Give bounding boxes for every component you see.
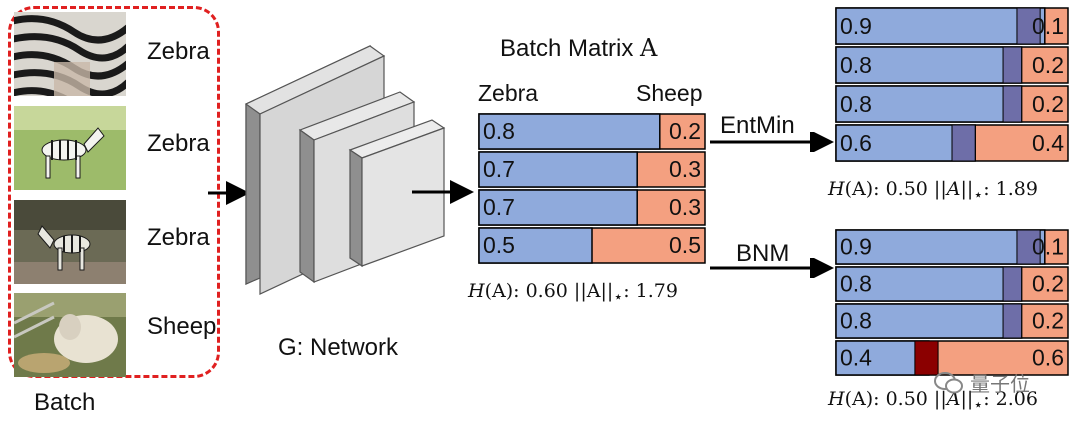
bnm-row-1-zebra-bar — [835, 229, 1046, 265]
entmin-matrix: 0.9 0.1 0.8 0.2 0.8 0.2 0.6 0.4 — [835, 7, 1069, 162]
matrix-row-4: 0.5 0.5 — [478, 227, 706, 264]
image-label-1: Zebra — [147, 38, 210, 65]
bnm-norm-value: 2.06 — [995, 388, 1038, 410]
matrix-row-3: 0.7 0.3 — [478, 189, 706, 226]
bnm-row-4: 0.4 0.6 — [835, 340, 1069, 376]
matrix-col-sheep: Sheep — [636, 80, 703, 106]
image-label-3: Zebra — [147, 224, 210, 251]
bnm-row-1: 0.9 0.1 — [835, 229, 1069, 265]
entmin-row-3: 0.8 0.2 — [835, 85, 1069, 123]
matrix-row-2-zebra-bar — [478, 151, 638, 188]
entmin-row-4: 0.6 0.4 — [835, 124, 1069, 162]
entmin-row-3-sheep-value: 0.2 — [1032, 91, 1064, 117]
matrix-row-4-zebra-value: 0.5 — [483, 232, 515, 258]
bnm-row-4-zebra-bar — [835, 340, 930, 376]
entmin-row-1-zebra-bar — [835, 7, 1046, 45]
bnm-label: BNM — [736, 240, 790, 267]
batch-matrix: 0.8 0.2 0.7 0.3 0.7 0.3 0.5 0.5 — [478, 113, 706, 264]
matrix-row-3-sheep-value: 0.3 — [669, 194, 701, 220]
image-label-2: Zebra — [147, 130, 210, 157]
entmin-row-2-zebra-bar — [835, 46, 1023, 84]
matrix-row-4-zebra-bar — [478, 227, 593, 264]
matrix-row-3-zebra-bar — [478, 189, 638, 226]
entmin-row-1: 0.9 0.1 — [835, 7, 1069, 45]
entmin-norm-value: 1.89 — [995, 178, 1038, 200]
zebra-forest-photo — [14, 200, 126, 284]
matrix-norm-value: 1.79 — [635, 280, 678, 302]
bnm-row-3: 0.8 0.2 — [835, 303, 1069, 339]
matrix-row-1-sheep-value: 0.2 — [669, 118, 701, 144]
entmin-row-4-zebra-value: 0.6 — [840, 130, 872, 156]
matrix-row-2-sheep-value: 0.3 — [669, 156, 701, 182]
zebra-closeup-photo — [14, 12, 126, 96]
bnm-row-2: 0.8 0.2 — [835, 266, 1069, 302]
bnm-row-3-zebra-bar — [835, 303, 1023, 339]
entmin-label: EntMin — [720, 112, 795, 139]
bnm-row-1-zebra-value: 0.9 — [840, 233, 872, 259]
matrix-row-2-zebra-value: 0.7 — [483, 156, 515, 182]
bnm-row-2-zebra-bar — [835, 266, 1023, 302]
entmin-formula: H(A): 0.50 ||A||⋆: 1.89 — [828, 178, 1038, 204]
matrix-row-2: 0.7 0.3 — [478, 151, 706, 188]
bnm-row-1-sheep-value: 0.1 — [1032, 233, 1064, 259]
entmin-row-2-zebra-value: 0.8 — [840, 52, 872, 78]
watermark-text: 量子位 — [970, 372, 1030, 396]
entmin-row-4-divider — [951, 124, 976, 162]
bnm-row-4-sheep-value: 0.6 — [1032, 344, 1064, 370]
entmin-h-value: 0.50 — [885, 178, 928, 200]
bnm-row-4-divider — [914, 340, 939, 376]
entmin-row-4-sheep-value: 0.4 — [1032, 130, 1064, 156]
bnm-row-3-divider — [1002, 303, 1023, 339]
matrix-col-zebra: Zebra — [478, 80, 539, 106]
watermark: 量子位 — [934, 368, 1030, 397]
entmin-row-1-sheep-value: 0.1 — [1032, 13, 1064, 39]
bnm-row-2-sheep-value: 0.2 — [1032, 270, 1064, 296]
sheep-photo — [14, 293, 126, 377]
arrow-entmin — [710, 132, 834, 152]
network-layer-3 — [348, 119, 446, 268]
matrix-row-1: 0.8 0.2 — [478, 113, 706, 150]
matrix-title: Batch Matrix A — [500, 34, 657, 63]
bnm-row-3-zebra-value: 0.8 — [840, 307, 872, 333]
entmin-row-1-zebra-value: 0.9 — [840, 13, 872, 39]
bnm-row-4-zebra-value: 0.4 — [840, 344, 872, 370]
matrix-formula: H(A): 0.60 ||A||⋆: 1.79 — [468, 280, 678, 306]
matrix-row-4-sheep-value: 0.5 — [669, 232, 701, 258]
bnm-formula: H(A): 0.50 ||A||⋆: 2.06 — [828, 388, 1038, 414]
network-diagram — [208, 45, 474, 295]
entmin-row-2-sheep-value: 0.2 — [1032, 52, 1064, 78]
entmin-row-3-divider — [1002, 85, 1023, 123]
matrix-h-value: 0.60 — [525, 280, 568, 302]
matrix-title-text: Batch Matrix — [500, 35, 634, 62]
matrix-title-symbol: A — [640, 34, 658, 62]
network-label: G: Network — [278, 334, 399, 361]
bnm-row-2-divider — [1002, 266, 1023, 302]
entmin-row-1-divider — [1016, 7, 1041, 45]
matrix-row-1-zebra-value: 0.8 — [483, 118, 515, 144]
arrow-bnm — [710, 258, 834, 278]
bnm-h-value: 0.50 — [885, 388, 928, 410]
matrix-row-3-zebra-value: 0.7 — [483, 194, 515, 220]
batch-label: Batch — [34, 389, 96, 416]
chat-bubble-icon — [934, 371, 963, 393]
entmin-row-2: 0.8 0.2 — [835, 46, 1069, 84]
matrix-row-1-zebra-bar — [478, 113, 661, 150]
bnm-row-1-divider — [1016, 229, 1041, 265]
entmin-row-3-zebra-bar — [835, 85, 1023, 123]
zebra-field-photo — [14, 106, 126, 190]
entmin-row-2-divider — [1002, 46, 1023, 84]
bnm-matrix: 0.9 0.1 0.8 0.2 0.8 0.2 0.4 0.6 — [835, 229, 1069, 376]
entmin-row-3-zebra-value: 0.8 — [840, 91, 872, 117]
bnm-row-2-zebra-value: 0.8 — [840, 270, 872, 296]
image-label-4: Sheep — [147, 313, 217, 340]
bnm-row-3-sheep-value: 0.2 — [1032, 307, 1064, 333]
